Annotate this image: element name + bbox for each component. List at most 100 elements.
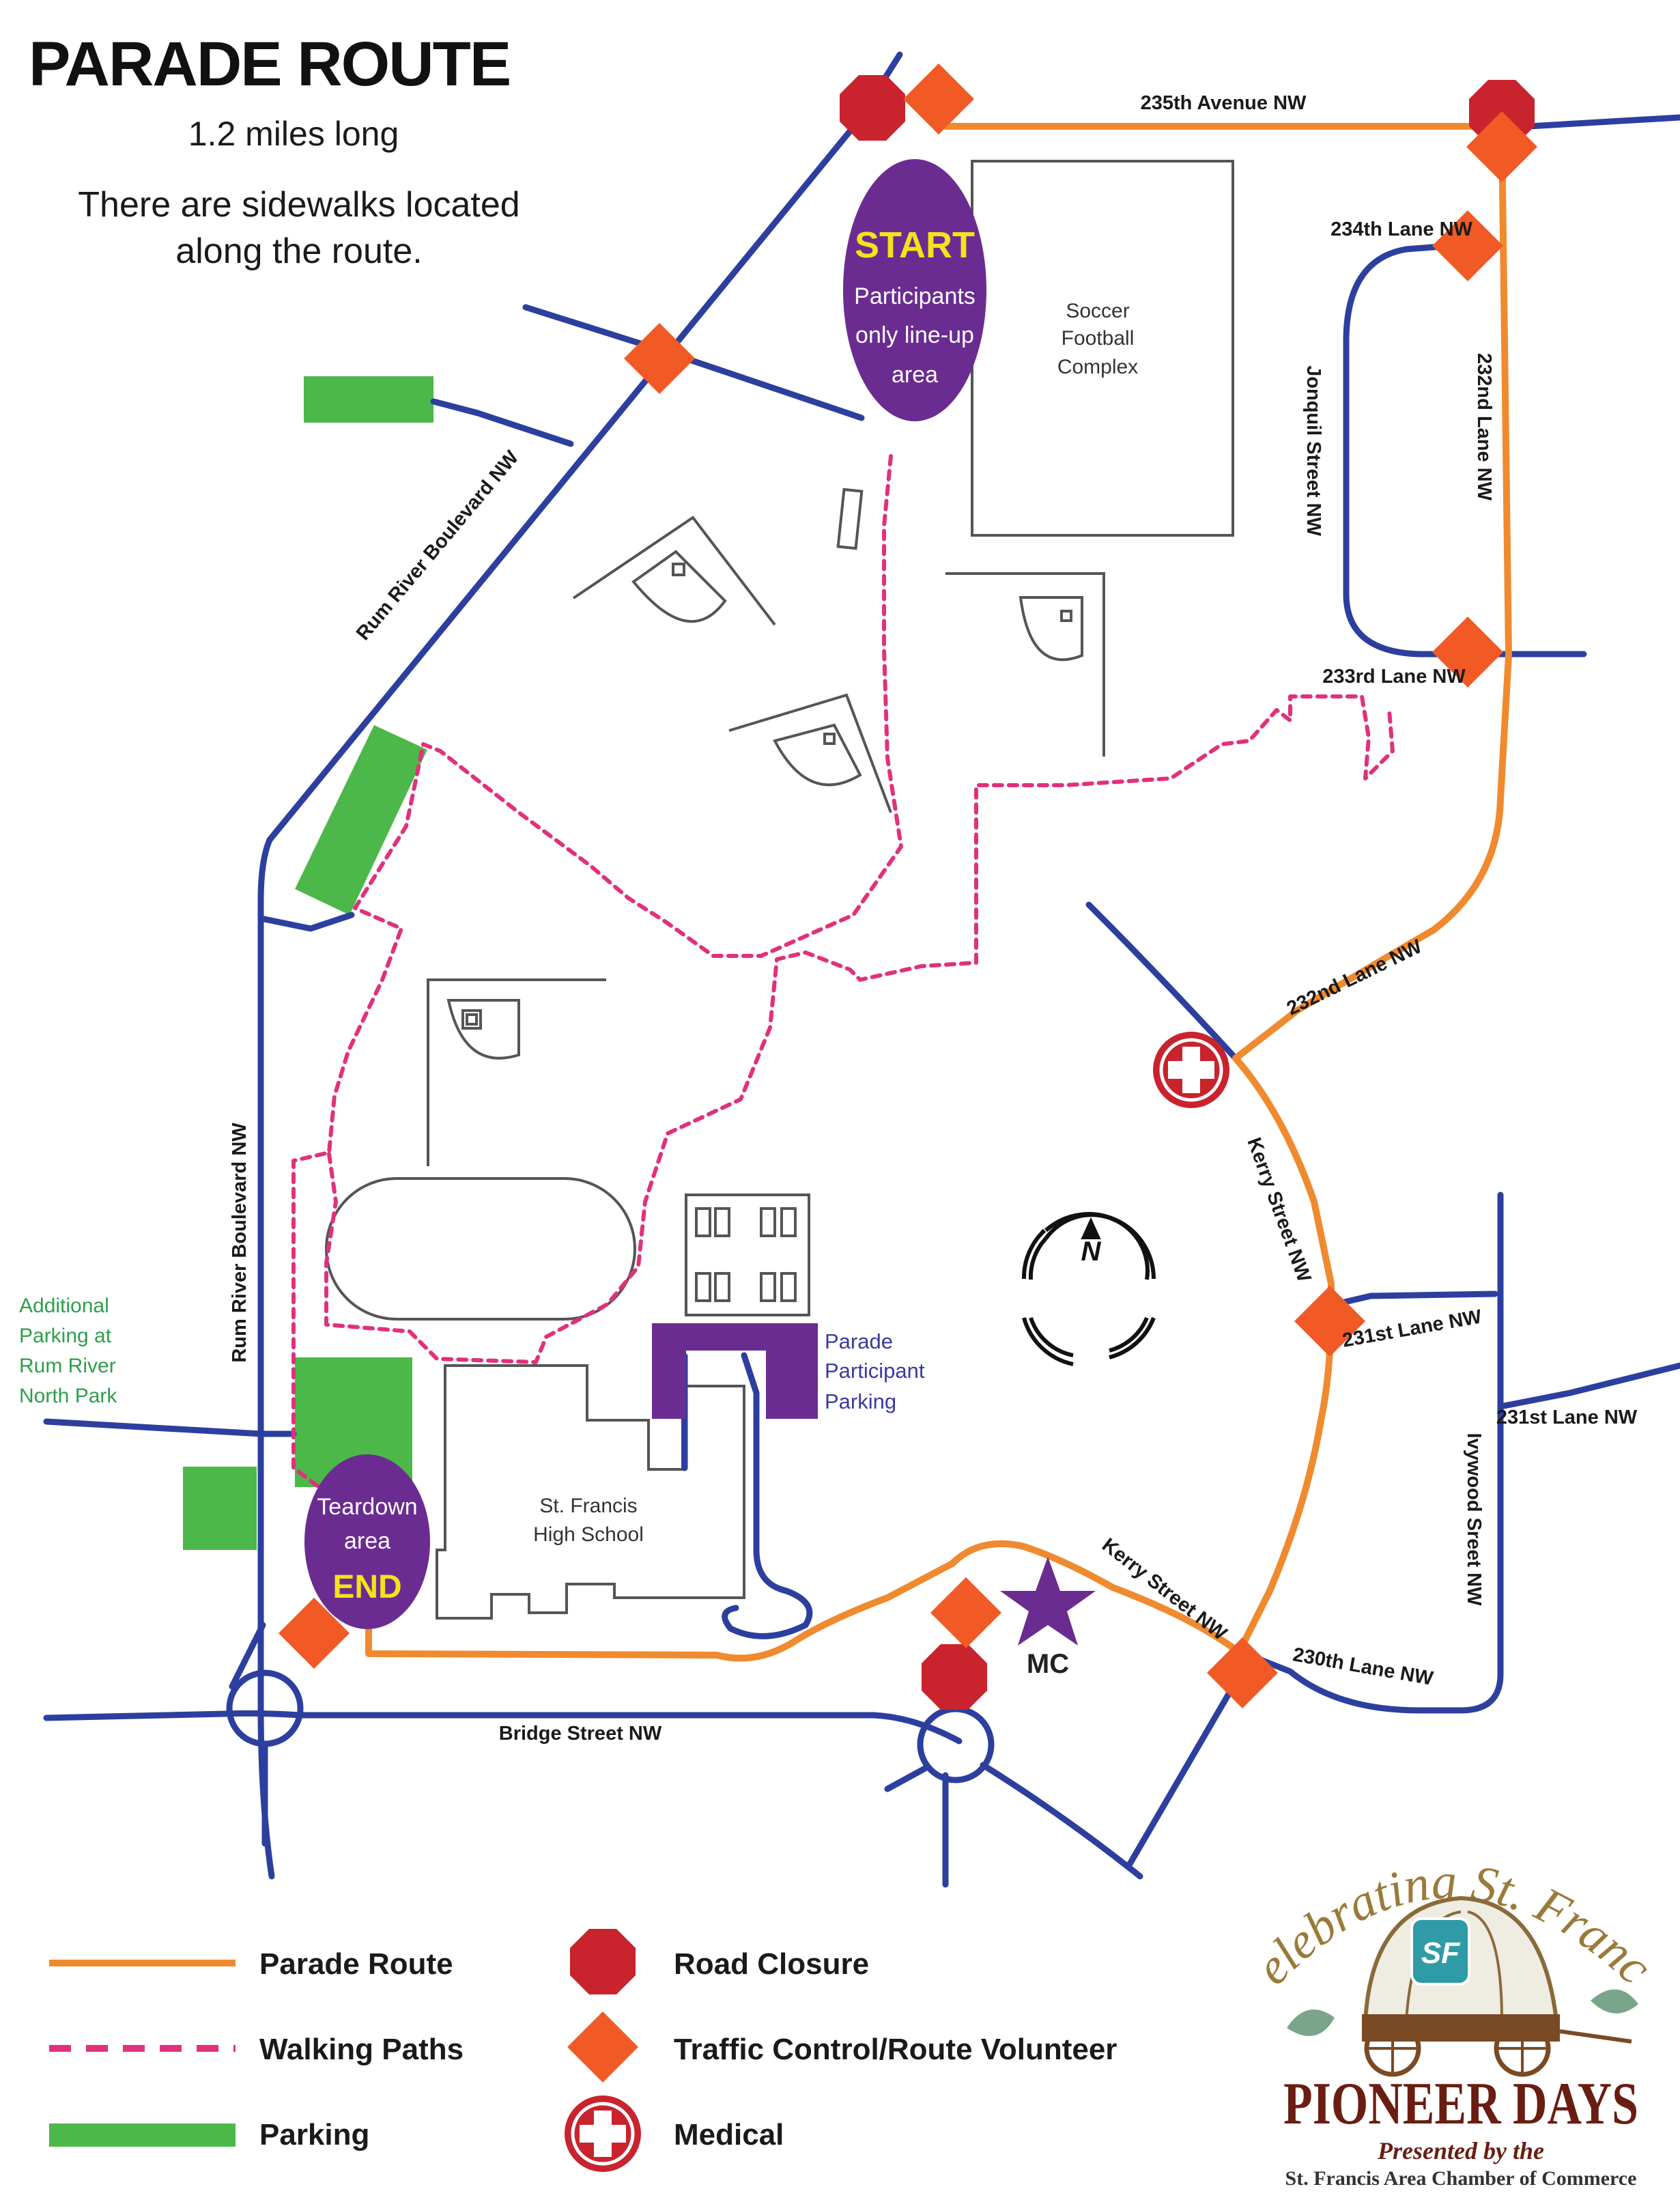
- participant-parking-line-1: Parade: [825, 1329, 893, 1353]
- road-235th-east: [1526, 114, 1680, 130]
- north-arrow-icon: [1021, 1212, 1156, 1366]
- street-label-231st-a: 231st Lane NW: [1341, 1305, 1483, 1351]
- medical-icon: [1153, 1032, 1229, 1108]
- legend-parking-swatch: [49, 2123, 236, 2147]
- sidewalk-note-line-2: along the route.: [175, 231, 422, 271]
- start-body-line-3: area: [892, 362, 938, 388]
- street-label-234th: 234th Lane NW: [1330, 218, 1472, 240]
- legend-medical-label: Medical: [674, 2118, 784, 2151]
- participant-parking-line-2: Participant: [825, 1359, 925, 1383]
- building-block-windows: [695, 1207, 797, 1302]
- facility-outlines: [325, 160, 1234, 1620]
- school-label-line-1: St. Francis: [539, 1495, 637, 1517]
- parade-route: [365, 106, 1533, 1662]
- logo-main-text: PIONEER DAYS: [1283, 2071, 1638, 2137]
- parking-lot-west: [295, 725, 427, 915]
- walking-path-track-loop: [324, 694, 1395, 1364]
- participant-parking-line-3: Parking: [825, 1389, 896, 1413]
- traffic-control-icon: [1207, 1637, 1278, 1708]
- legend-walking-paths-label: Walking Paths: [259, 2033, 464, 2066]
- walking-paths: [291, 454, 1395, 1491]
- sidewalk-note-line-1: There are sidewalks located: [78, 185, 519, 225]
- street-label-235th: 235th Avenue NW: [1141, 92, 1307, 114]
- road-bridge-street: [43, 1710, 963, 1745]
- road-kerry-southwest: [1126, 1673, 1242, 1867]
- legend-road-closure-label: Road Closure: [674, 1947, 869, 1981]
- legend-traffic-control-label: Traffic Control/Route Volunteer: [674, 2033, 1117, 2066]
- end-body-line-2: area: [344, 1528, 390, 1554]
- additional-parking-line-3: Rum River: [19, 1355, 116, 1377]
- logo-presented-text: Presented by the: [1377, 2137, 1544, 2164]
- street-label-232nd-vertical: 232nd Lane NW: [1473, 353, 1495, 501]
- building-block: [685, 1194, 810, 1316]
- road-closure-icon: [922, 1644, 987, 1710]
- soccer-label-line-3: Complex: [1057, 356, 1138, 378]
- road-parking-north: [430, 398, 574, 447]
- parking-lot-additional: [183, 1467, 257, 1550]
- star-icon: [1000, 1557, 1096, 1646]
- end-label: END: [332, 1569, 401, 1605]
- leaf-ornament-icon: [1287, 2009, 1335, 2036]
- road-kerry-north-stub: [1085, 901, 1239, 1062]
- street-label-rum-river-vertical: Rum River Boulevard NW: [229, 1123, 251, 1363]
- street-label-kerry-upper: Kerry Street NW: [1242, 1135, 1315, 1286]
- legend-parking-label: Parking: [259, 2118, 369, 2151]
- street-label-231st-b: 231st Lane NW: [1496, 1407, 1638, 1428]
- end-body-line-1: Teardown: [317, 1494, 417, 1520]
- leaf-ornament-icon: [1591, 1989, 1638, 2014]
- legend-traffic-control-icon: [567, 2012, 638, 2083]
- compass-north-label: N: [1081, 1237, 1102, 1267]
- roads: [43, 51, 1680, 1888]
- soccer-label-line-2: Football: [1062, 327, 1135, 350]
- traffic-control-icon: [930, 1577, 1001, 1648]
- walking-path-west-loop: [291, 454, 903, 1491]
- street-label-bridge: Bridge Street NW: [499, 1723, 662, 1745]
- ball-field-1: [572, 516, 776, 626]
- route-length: 1.2 miles long: [188, 115, 399, 153]
- parade-route-line: [365, 106, 1533, 1662]
- parade-participant-parking: [652, 1323, 818, 1419]
- additional-parking-line-1: Additional: [19, 1295, 109, 1317]
- start-bubble: START Participants only line-up area: [843, 159, 986, 421]
- road-parking-west: [257, 912, 355, 932]
- logo-arc-text: Celebrating St. Francis: [0, 0, 1662, 1996]
- logo-org-text: St. Francis Area Chamber of Commerce: [1285, 2167, 1637, 2190]
- roundabout-east: [917, 1706, 995, 1783]
- ball-field-4: [427, 978, 606, 1166]
- legend-medical-icon: [565, 2095, 641, 2172]
- street-label-jonquil: Jonquil Street NW: [1302, 365, 1324, 536]
- school-label-line-2: High School: [533, 1523, 644, 1546]
- roundabout-west: [226, 1669, 304, 1747]
- legend: Parade Route Walking Paths Parking Road …: [49, 1929, 1117, 2172]
- ball-field-2: [945, 572, 1105, 757]
- additional-parking-line-4: North Park: [19, 1385, 117, 1407]
- parking-lot-north: [304, 376, 433, 423]
- start-body-line-1: Participants: [854, 283, 976, 309]
- sf-badge: [1410, 1917, 1470, 1986]
- road-roundabout-legs: [229, 1622, 928, 1847]
- street-label-ivywood: Ivywood Sreet NW: [1463, 1433, 1485, 1607]
- road-jonquil: [1343, 239, 1587, 658]
- street-label-rum-river-diagonal: Rum River Boulevard NW: [352, 447, 524, 645]
- parking-areas: [183, 376, 433, 1550]
- road-school-loop: [722, 1352, 813, 1639]
- soccer-label-line-1: Soccer: [1066, 300, 1129, 322]
- street-label-233rd: 233rd Lane NW: [1322, 666, 1466, 688]
- road-bridge-se: [980, 1762, 1143, 1880]
- end-bubble: Teardown area END: [304, 1454, 430, 1629]
- high-school-outline: [436, 1364, 745, 1620]
- page-title: PARADE ROUTE: [29, 29, 510, 99]
- legend-road-closure-icon: [570, 1929, 636, 1994]
- start-body-line-2: only line-up: [855, 322, 974, 348]
- start-label: START: [855, 225, 975, 266]
- mc-label: MC: [1027, 1649, 1069, 1679]
- road-closure-icon: [840, 75, 905, 141]
- legend-parade-route-label: Parade Route: [259, 1947, 453, 1981]
- road-231st-east: [1497, 1362, 1680, 1410]
- sf-badge-text: SF: [1421, 1936, 1460, 1970]
- running-track: [325, 1177, 636, 1321]
- street-label-232nd-diagonal: 232nd Lane NW: [1283, 935, 1426, 1020]
- road-west-lot: [43, 1418, 297, 1437]
- field-marker: [836, 488, 864, 550]
